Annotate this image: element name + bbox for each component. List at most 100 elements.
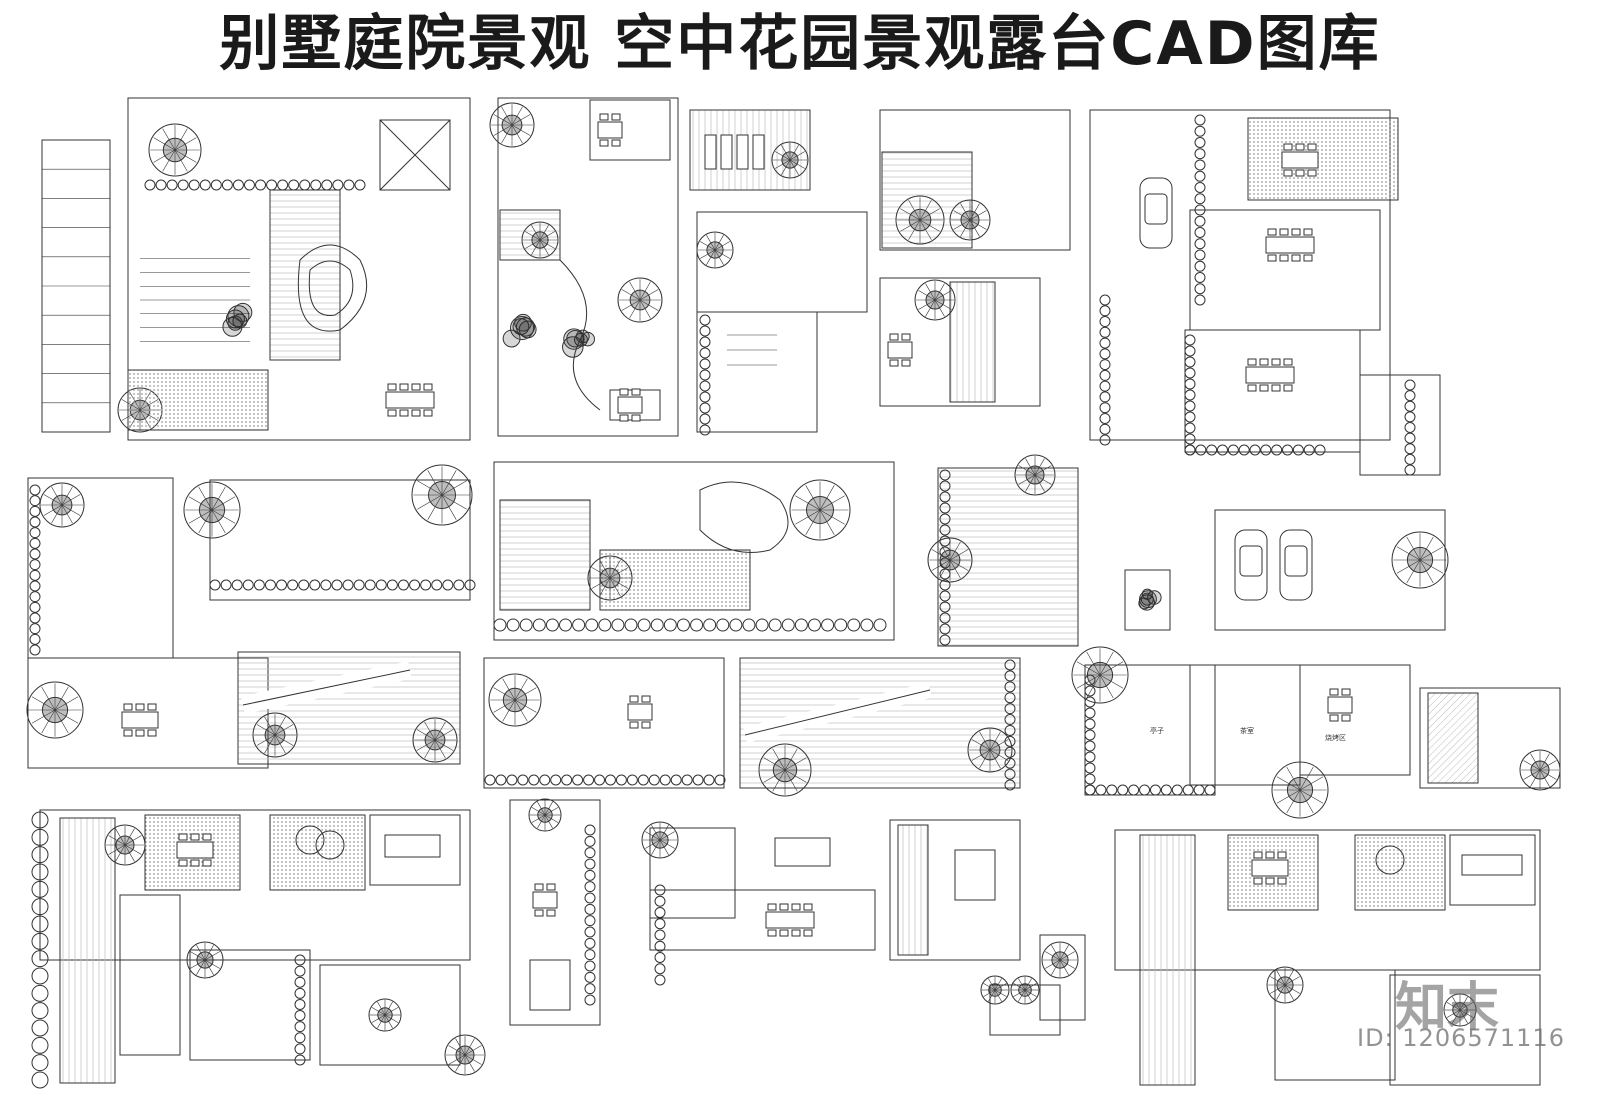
hedge-circle [714,774,726,786]
tree-branch [43,504,63,516]
tree-branch [424,721,436,741]
hedge-circle [1099,348,1111,360]
hedge-circle [29,633,41,645]
hedge-circle [1084,685,1096,697]
tree-canopy [368,998,402,1032]
hedge-circle [659,774,671,786]
hedge-circle [277,179,289,191]
chair [803,929,813,937]
tree-branch [441,470,457,496]
hedge-circle [409,579,421,591]
tree-core [377,1007,393,1023]
parking-court [1214,509,1446,631]
hedge-circle [144,179,156,191]
chair [767,929,777,937]
tree-branch [949,541,961,561]
chair [631,388,641,396]
hedge-circle [420,579,432,591]
tree-branch [1419,559,1434,584]
hedge-circle [294,1043,306,1055]
chair [791,929,801,937]
hedge-circle [1106,784,1118,796]
living-terrace [189,949,311,1061]
hedge-circle [1084,751,1096,763]
tree-symbol-icon [1443,993,1477,1027]
hedge-circle [1184,444,1196,456]
tree-symbol-icon [186,941,224,979]
hedge-circle [939,491,951,503]
tree-core [1452,1002,1468,1018]
water-feature [1449,834,1536,906]
tree-branch [1419,536,1434,561]
hedge-circle [648,774,660,786]
tree-symbol-icon [1041,941,1079,979]
tree-canopy [617,277,663,323]
hedge-circle [299,179,311,191]
hedge-circle [242,579,254,591]
hedge-circle [939,612,951,624]
hedge-circle [1194,182,1206,193]
hedge-circle [29,548,41,560]
tree-core [806,496,834,524]
tree-branch [264,716,276,736]
tree-branch [43,494,63,506]
hedge-circle [1303,444,1315,456]
roof-garden-plan-2 [879,277,1041,407]
chair [1303,254,1313,262]
tree-branch [795,509,821,525]
tree-core [428,481,456,509]
hedge-circle [243,179,255,191]
hedge-circle [453,579,465,591]
lounge-chair-icon [736,134,749,170]
hedge-circle [294,1054,306,1066]
tree-core [1406,546,1434,574]
tree-branch [511,106,523,126]
chair [611,113,621,121]
chair [1283,143,1293,151]
hedge-circle [188,179,200,191]
tree-branch [609,567,629,579]
chair [534,883,544,891]
tree-symbol-icon [252,712,298,758]
hedge-circle [1238,444,1250,456]
tree-branch [493,687,516,701]
hedge-circle [637,774,649,786]
hedge-circle [1084,718,1096,730]
chair [1259,358,1269,366]
hedge-circle [31,898,49,916]
hedge-circle [31,1019,49,1037]
tree-core [1051,951,1069,969]
tree-branch [1299,789,1314,814]
image-id: ID: 1206571116 [1357,1024,1565,1052]
hedge-circle [1084,773,1096,785]
tree-branch [784,757,807,771]
tile-area [1427,692,1479,784]
roof-garden-plan [879,109,1071,251]
tree-branch [274,724,294,736]
chair [901,359,911,367]
gravel-court [1354,834,1446,911]
chair [1247,358,1257,366]
hedge-circle [255,179,267,191]
shrub-leaf [1138,597,1151,610]
tree-branch [61,504,73,524]
hedge-circle [1404,379,1416,391]
roof-terrace [319,964,461,1066]
hedge-circle [939,623,951,635]
hedge-circle [781,618,795,632]
tree-branch [971,749,991,761]
hedge-circle [584,915,596,927]
hedge-circle [1194,204,1206,216]
hedge-circle [31,1054,49,1072]
hedge-circle [584,847,596,859]
tree-core [1530,760,1550,780]
tree-branch [609,577,621,597]
lounge-chair-icon [752,134,765,170]
hedge-circle [287,579,299,591]
table-chairs-icon [765,903,815,937]
hedge-circle [699,402,711,414]
table-chairs-icon [1281,143,1319,177]
car-icon [1234,529,1268,601]
hedge-circle [1194,125,1206,137]
hedge-circle [231,579,243,591]
